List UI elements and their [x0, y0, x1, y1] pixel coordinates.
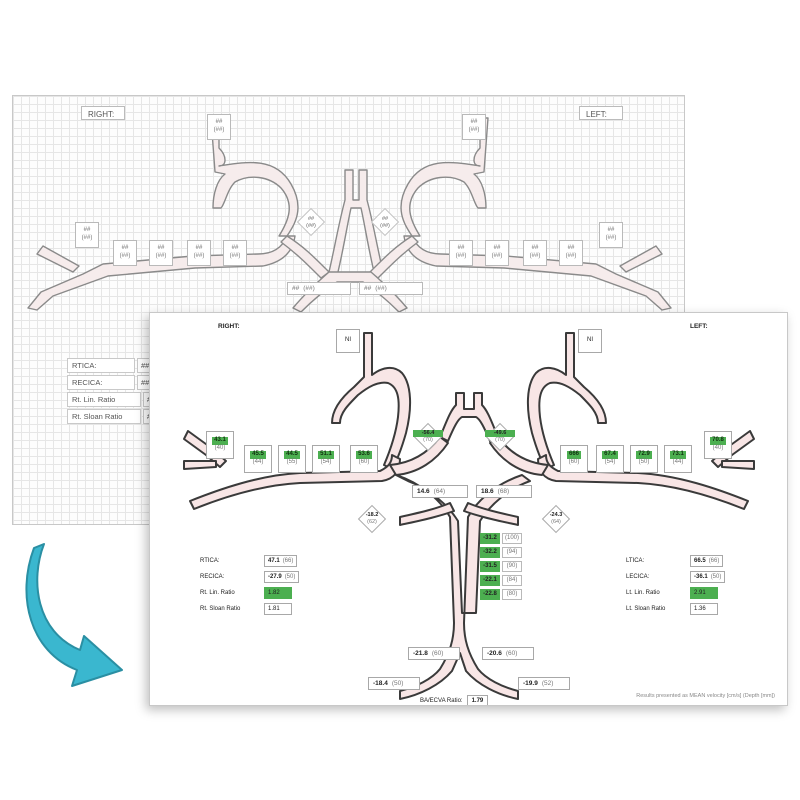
right-aca-diamond-text: -56.4 (70)	[413, 430, 443, 444]
left-segment-node[interactable]: 666 (60)	[560, 445, 588, 473]
basilar-cell[interactable]: -22.8 (80)	[480, 589, 522, 600]
right-mca-branch-2	[183, 460, 217, 470]
circle-of-willis-diagram	[183, 332, 755, 700]
template-node[interactable]: ## (##)	[559, 240, 583, 266]
template-node-right-top[interactable]: ## (##)	[207, 114, 231, 140]
left-ev-box[interactable]: -19.9 (52)	[518, 677, 570, 690]
template-node[interactable]: ## (##)	[113, 240, 137, 266]
template-node-left-mca[interactable]: ## (##)	[599, 222, 623, 248]
right-row-recica: RECICA: -27.9(50)	[200, 571, 300, 583]
left-mca-trunk	[537, 454, 749, 510]
right-top-node[interactable]: NI	[336, 329, 360, 353]
right-side-label: RIGHT:	[81, 106, 125, 120]
left-segment-node[interactable]: 70.8 (40)	[704, 431, 732, 459]
template-hbox-left[interactable]: ## (##)	[359, 282, 423, 295]
right-segment-node[interactable]: 43.1 (40)	[206, 431, 234, 459]
left-segment-node[interactable]: 73.1 (44)	[664, 445, 692, 473]
left-pcom-diamond-text: -24.3 (64)	[549, 512, 563, 526]
template-diamond-right-aca-text: ## (##)	[306, 216, 316, 230]
template-node[interactable]: ## (##)	[523, 240, 547, 266]
left-va-box[interactable]: -20.6 (60)	[482, 647, 534, 660]
left-top-node[interactable]: NI	[578, 329, 602, 353]
results-sheet: RIGHT: LEFT: NI NI 43.1 (40) 45.5 (44) 4…	[149, 312, 788, 706]
left-mca-branch-2	[721, 460, 755, 470]
basilar-cell[interactable]: -31.5 (90)	[480, 561, 522, 572]
left-row-ltica: LTICA: 66.5(66)	[626, 555, 724, 567]
left-side-label: LEFT:	[579, 106, 623, 120]
template-sheet: RIGHT: LEFT: ## (##) ## (##) ## (##) ## …	[12, 95, 685, 525]
template-row-rtica: RTICA: ##	[67, 358, 154, 373]
template-node-right-mca[interactable]: ## (##)	[75, 222, 99, 248]
template-row-lin-ratio: Rt. Lin. Ratio #	[67, 392, 156, 407]
left-aca-diamond-text: -49.6 (70)	[485, 430, 515, 444]
right-aca-link	[389, 436, 449, 476]
right-segment-node[interactable]: 51.1 (54)	[312, 445, 340, 473]
template-node[interactable]: ## (##)	[223, 240, 247, 266]
basilar-cell[interactable]: -22.1 (84)	[480, 575, 522, 586]
right-segment-node[interactable]: 45.5 (44)	[244, 445, 272, 473]
template-hbox-right[interactable]: ## (##)	[287, 282, 351, 295]
left-segment-node[interactable]: 72.9 (50)	[630, 445, 658, 473]
right-ev-box[interactable]: -18.4 (50)	[368, 677, 420, 690]
template-vessel-outline	[210, 117, 299, 237]
right-mca-trunk	[189, 454, 401, 510]
curved-arrow-icon	[25, 543, 123, 687]
basilar-pcom-system	[395, 474, 531, 700]
ba-ecva-ratio: BA/ECVA Ratio: 1.79	[420, 695, 489, 705]
right-tica-box[interactable]: 14.6 (64)	[412, 485, 468, 498]
template-row-recica: RECICA: ##	[67, 375, 154, 390]
right-segment-node[interactable]: 53.6 (60)	[350, 445, 378, 473]
template-node-left-top[interactable]: ## (##)	[462, 114, 486, 140]
right-ica-arch	[331, 332, 412, 470]
left-row-lecica: LECICA: -36.1(50)	[626, 571, 726, 583]
results-footnote: Results presented as MEAN velocity [cm/s…	[636, 693, 775, 699]
template-node[interactable]: ## (##)	[187, 240, 211, 266]
right-row-sloan-ratio: Rt. Sloan Ratio 1.81	[200, 603, 292, 615]
left-row-lin-ratio: Lt. Lin. Ratio 2.91	[626, 587, 718, 599]
left-side-label: LEFT:	[690, 323, 708, 330]
right-side-label: RIGHT:	[218, 323, 240, 330]
template-node[interactable]: ## (##)	[149, 240, 173, 266]
right-va-box[interactable]: -21.8 (60)	[408, 647, 460, 660]
basilar-cell[interactable]: -31.2 (100)	[480, 533, 522, 544]
left-row-sloan-ratio: Lt. Sloan Ratio 1.36	[626, 603, 718, 615]
right-pca	[399, 502, 455, 526]
template-row-sloan-ratio: Rt. Sloan Ratio #	[67, 409, 156, 424]
right-row-rtica: RTICA: 47.1(66)	[200, 555, 298, 567]
template-diamond-left-aca-text: ## (##)	[380, 216, 390, 230]
left-ica-arch	[526, 332, 607, 470]
left-tica-box[interactable]: 18.6 (68)	[476, 485, 532, 498]
left-segment-node[interactable]: 67.4 (54)	[596, 445, 624, 473]
right-pcom-diamond-text: -18.2 (62)	[365, 512, 379, 526]
right-row-lin-ratio: Rt. Lin. Ratio 1.82	[200, 587, 292, 599]
template-node[interactable]: ## (##)	[449, 240, 473, 266]
right-segment-node[interactable]: 44.5 (55)	[278, 445, 306, 473]
basilar-cell[interactable]: -32.2 (94)	[480, 547, 522, 558]
left-pca	[463, 502, 519, 526]
template-node[interactable]: ## (##)	[485, 240, 509, 266]
